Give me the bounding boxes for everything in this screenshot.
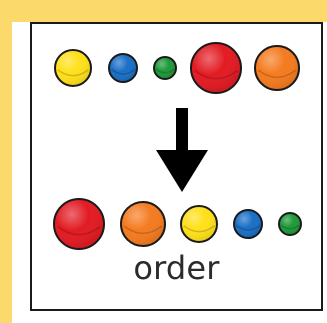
orange-ball-icon [121, 202, 165, 246]
green-ball-icon [279, 213, 301, 235]
yellow-ball-icon [55, 50, 91, 86]
red-ball-icon [54, 199, 104, 249]
down-arrow-icon [156, 108, 208, 192]
blue-ball-icon [234, 210, 262, 238]
blue-ball-icon [109, 54, 137, 82]
red-ball-icon [191, 43, 241, 93]
caption-text: order [30, 248, 323, 288]
top-row [55, 43, 299, 93]
yellow-ball-icon [181, 206, 217, 242]
bottom-row [54, 199, 301, 249]
orange-ball-icon [255, 46, 299, 90]
green-ball-icon [154, 57, 176, 79]
